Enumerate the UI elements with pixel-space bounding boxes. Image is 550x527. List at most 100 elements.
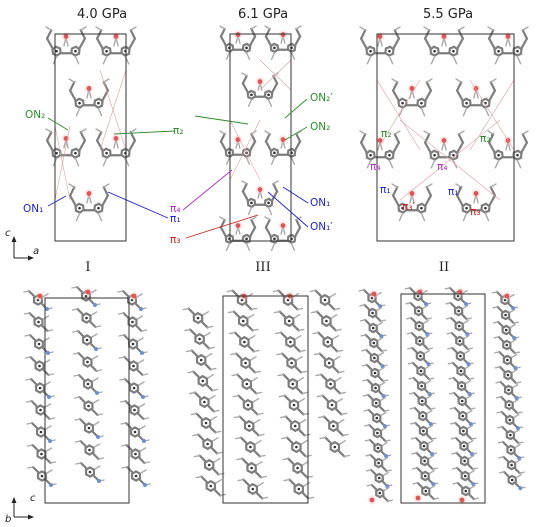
molecule-ii-8-ring-a — [397, 202, 408, 214]
chain-unit-iii-c3-3-h-b — [337, 370, 345, 374]
molecule-ii-8-tail-a — [398, 212, 404, 222]
chain-unit-iii-c3-6-ring — [328, 419, 339, 433]
oxygen-end-8-halo — [502, 291, 512, 301]
chain-unit-ii-c1-9-link-a — [414, 421, 421, 429]
chain-unit-iii-c1-0-h-b — [250, 307, 258, 311]
chain-unit-iii-c2-5-ring — [288, 398, 300, 412]
chain-unit-i-c2-8-h-c — [140, 469, 147, 474]
chain-unit-ii-c2-5-ring-centroid — [459, 369, 463, 373]
chain-unit-i-c1-6-ring-centroid — [87, 426, 91, 430]
molecule-ii-7-arm-b1 — [520, 141, 529, 154]
molecule-ii-8-oxygen-halo — [407, 188, 417, 198]
chain-unit-ii-c2-13-h-b — [473, 497, 480, 500]
label-ii-pi4-a: π₄ — [370, 161, 381, 173]
molecule-ii-1-oxygen-halo — [439, 31, 449, 41]
chain-unit-ii-c0-10-h-c — [381, 441, 388, 446]
molecule-ii-5-oxygen — [377, 138, 383, 143]
chain-unit-ii-c2-1-ring-centroid — [457, 309, 460, 313]
chain-unit-iii-c0-1-h-c — [204, 332, 211, 337]
chain-unit-i-c2-5-link-a — [124, 399, 132, 408]
molecule-ii-7-h-b — [522, 130, 529, 135]
molecule-iii-1-h-a — [264, 25, 271, 30]
chain-unit-ii-c0-13-link-b — [382, 495, 389, 503]
molecule-iii-3-tail-b — [245, 156, 251, 165]
chain-unit-ii-c0-5-h-a — [361, 364, 368, 367]
chain-unit-ii-c1-12-h-c — [429, 469, 435, 474]
chain-unit-ii-c3-4-link-a — [498, 350, 505, 358]
chain-unit-ii-c0-8-ring-centroid — [375, 416, 379, 420]
molecule-iii-2-arm-b1 — [271, 82, 279, 94]
chain-unit-ii-c2-13-link-b — [468, 493, 475, 501]
hbond-top-x-1 — [99, 69, 127, 151]
chain-unit-ii-c3-11-h-c — [515, 458, 522, 463]
chain-unit-ii-c1-5-ring — [416, 365, 426, 377]
chain-unit-i-c1-3-ring-centroid — [86, 360, 89, 364]
chain-unit-ii-c1-0-h-a — [404, 287, 411, 290]
hbond-top-x-5 — [469, 79, 515, 151]
chain-unit-i-c0-3-ring — [34, 360, 45, 372]
axis-label-c-bottom: c — [30, 493, 36, 504]
chain-unit-ii-c2-9-h-a — [450, 422, 456, 425]
molecule-iii-4-arm-a2 — [264, 132, 271, 143]
chain-unit-iii-c2-6-link-b — [298, 429, 306, 437]
oxygen-end-7 — [457, 289, 463, 295]
chain-unit-i-c2-6-nitrogen — [142, 439, 146, 443]
molecule-iii-2-ring-a-centroid — [250, 93, 253, 97]
molecule-iii-0-arm-b1 — [249, 35, 257, 47]
chain-unit-ii-c0-5-h-c — [378, 366, 385, 371]
molecule-ii-2-ring-a — [493, 45, 504, 57]
molecule-iii-7-arm-b1 — [294, 226, 302, 238]
label-pi1: π₁ — [170, 213, 181, 225]
chain-unit-ii-c2-1-h-b — [466, 317, 472, 320]
chain-unit-ii-c2-9-h-c — [467, 424, 474, 429]
chain-unit-iii-c1-6-link-b — [252, 429, 260, 437]
molecule-iii-4-arm-b1 — [294, 140, 302, 152]
chain-unit-ii-c2-13-h-c — [469, 484, 476, 489]
chain-unit-iii-c3-0-h-c — [329, 293, 337, 298]
molecule-ii-1-arm-b1 — [456, 37, 464, 50]
molecule-i-2-tail-b — [97, 107, 103, 117]
chain-unit-ii-c1-12-ring-centroid — [423, 474, 427, 478]
chain-unit-iii-c3-7-h-b — [343, 454, 351, 458]
chain-unit-i-c0-1-h-a — [23, 312, 31, 315]
molecule-iii-6-tail-a — [225, 242, 231, 251]
chain-unit-i-c0-4-ring — [34, 382, 46, 394]
chain-unit-ii-c3-5-h-c — [511, 368, 518, 373]
chain-unit-ii-c0-4-ring — [369, 352, 380, 364]
molecule-i-4-oxygen — [113, 136, 119, 141]
chain-unit-ii-c1-13-ring — [421, 485, 431, 497]
molecule-ii-2-arm-b1 — [520, 37, 529, 50]
chain-unit-iii-c0-8-link-a — [200, 475, 208, 483]
chain-unit-ii-c1-1-link-a — [409, 301, 417, 309]
molecule-ii-5-ring-b-centroid — [388, 153, 391, 157]
chain-unit-iii-c3-2-ring — [322, 335, 334, 349]
chain-unit-i-c1-7-ring — [84, 444, 95, 456]
chain-unit-ii-c0-11-h-b — [386, 469, 392, 472]
chain-unit-ii-c2-8-ring-centroid — [461, 414, 465, 418]
title-4-0-gpa: 4.0 GPa — [77, 7, 127, 22]
chain-unit-ii-c1-2-link-a — [410, 316, 417, 324]
chain-unit-iii-c1-3-link-b — [248, 366, 257, 374]
chain-unit-i-c2-2-h-c — [137, 337, 144, 342]
molecule-i-4-h-b — [129, 128, 137, 133]
molecule-i-5-arm-b1 — [101, 194, 110, 207]
molecule-ii-7-ring-a — [493, 149, 504, 161]
chain-unit-i-c0-5-h-b — [48, 417, 56, 420]
molecule-i-2-h-a — [68, 78, 76, 83]
molecule-ii-7-stem-b — [507, 140, 511, 151]
chain-unit-i-c1-1-ring-centroid — [85, 316, 88, 320]
chain-unit-ii-c0-7-h-a — [362, 394, 369, 397]
chain-unit-iii-c2-6-ring-centroid — [293, 424, 297, 428]
molecule-i-5-ring-a-centroid — [78, 206, 81, 210]
chain-unit-i-c2-2-ring-centroid — [131, 342, 135, 346]
molecule-ii-3-tail-b — [420, 107, 426, 117]
molecule-i-3-h-a — [45, 128, 52, 133]
molecule-iii-3-h-a — [219, 130, 226, 135]
chain-unit-i-c2-8-ring-centroid — [134, 474, 138, 478]
molecule-iii-3-arm-b2 — [250, 132, 257, 143]
molecule-ii-1-ring-b-centroid — [452, 49, 455, 53]
chain-unit-ii-c0-8-link-a — [367, 408, 375, 416]
chain-unit-iii-c2-2-h-a — [275, 331, 282, 335]
chain-unit-ii-c1-11-ring — [419, 455, 430, 467]
chain-unit-i-c1-7-h-b — [97, 457, 105, 460]
